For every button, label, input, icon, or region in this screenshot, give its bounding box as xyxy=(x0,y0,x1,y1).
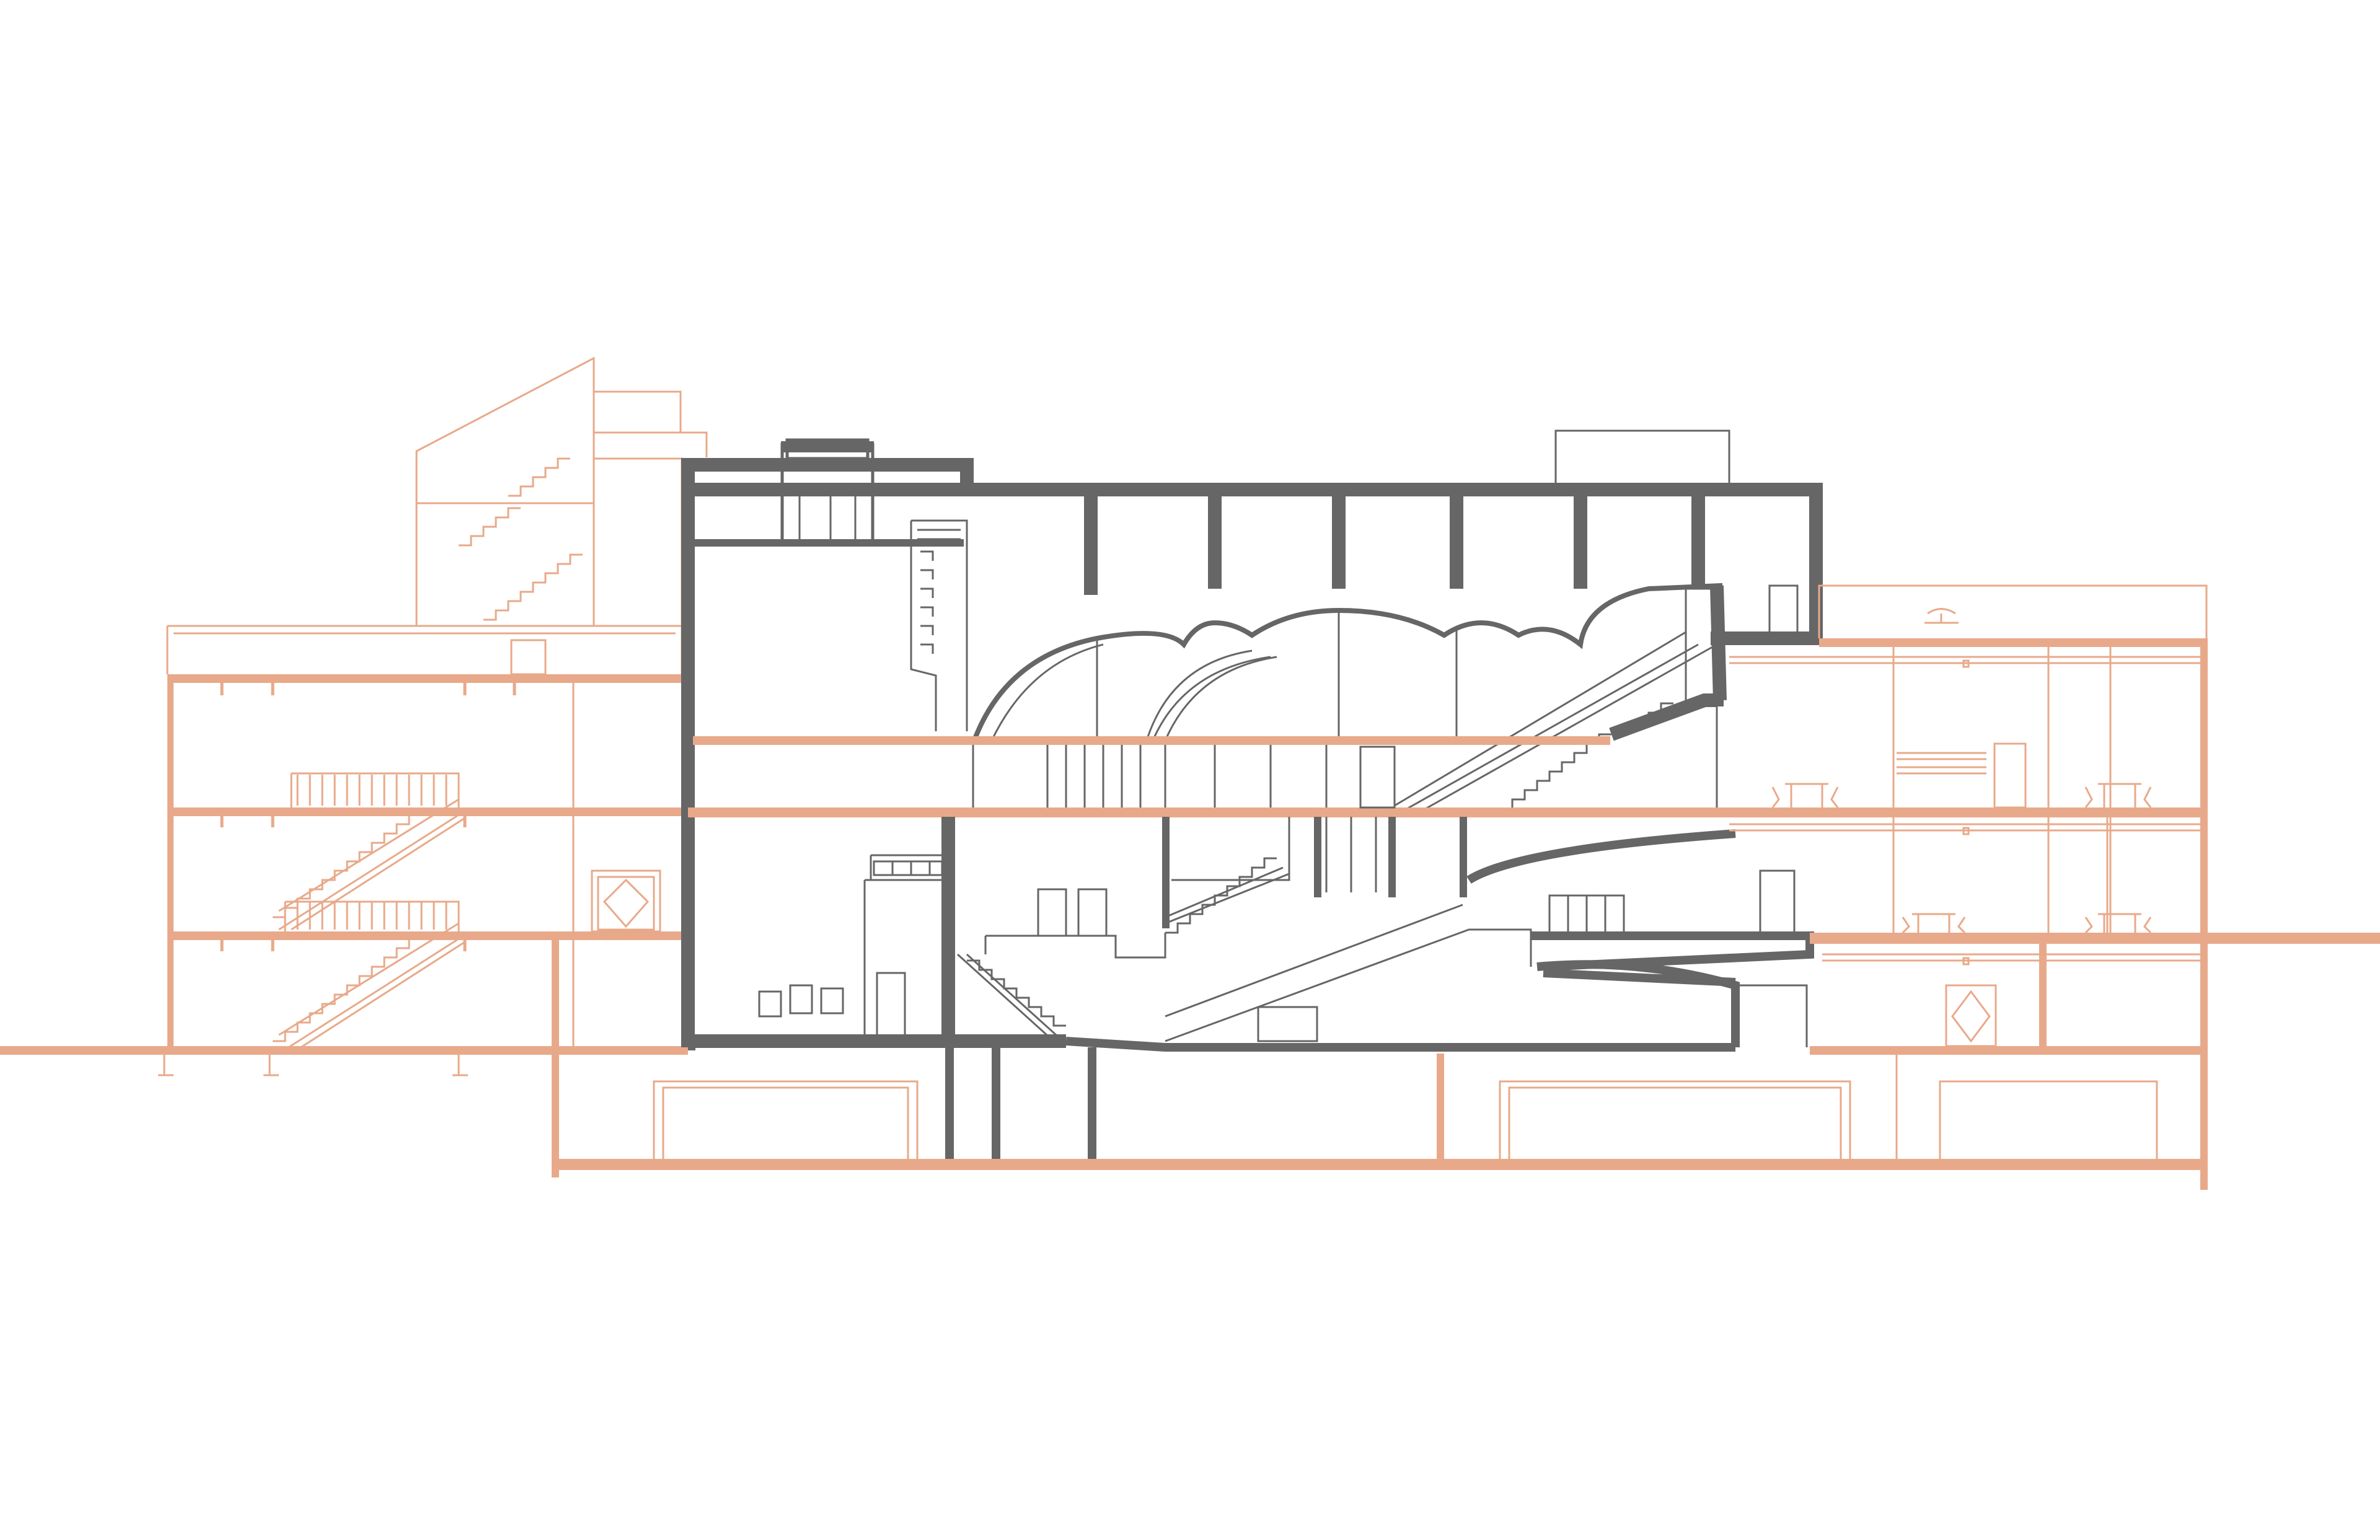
balcony-box xyxy=(1531,931,1814,971)
vault-verticals xyxy=(1096,610,1458,741)
basement-wall-1 xyxy=(945,1047,954,1162)
west-facade-wall xyxy=(167,674,174,1055)
west-door xyxy=(591,869,661,933)
cafe-tables-lower xyxy=(1902,913,2152,934)
east-ground-extension xyxy=(1810,933,2380,944)
rooftop-lantern-cap xyxy=(781,441,874,452)
mezzanine-door xyxy=(1359,746,1396,809)
rooftop-stair-tower xyxy=(415,356,708,626)
central-stair-top xyxy=(1171,817,1290,881)
cafe-tables-upper xyxy=(1771,783,2152,808)
vaulted-ceiling xyxy=(971,583,1722,745)
east-wing xyxy=(1729,584,2380,1190)
east-light-1 xyxy=(1962,659,1970,668)
lower-stair-rail xyxy=(956,953,1064,1042)
booth-window xyxy=(873,860,943,876)
east-door-upper xyxy=(1993,742,2027,809)
balcony-door xyxy=(1759,869,1796,937)
ground-line-west xyxy=(0,1046,688,1055)
main-hall-roof xyxy=(967,483,1823,645)
central-hall xyxy=(681,429,1823,1162)
west-parapet xyxy=(166,625,683,674)
east-light-3 xyxy=(1962,957,1970,966)
east-door-lower-leaf xyxy=(1951,990,1991,1043)
basement-bay-1 xyxy=(653,1080,919,1159)
west-door-leaf xyxy=(597,876,655,931)
raking-balcony xyxy=(1394,631,1717,810)
basement-wall-3 xyxy=(1088,1047,1096,1162)
west-floor-slab-2 xyxy=(167,807,682,816)
vault-ribs xyxy=(990,643,1277,741)
hanger-rods xyxy=(1084,496,1705,595)
rooftop-plant xyxy=(1554,429,1730,491)
left-wall-foot xyxy=(688,1035,695,1050)
basement-inner-lines xyxy=(662,1086,1842,1159)
auditorium-seating-line xyxy=(1165,904,1532,1042)
east-ceiling-lines-lower xyxy=(1729,823,2200,962)
east-ground-slab xyxy=(1810,1046,2206,1055)
lower-door-1 xyxy=(1037,888,1067,937)
central-column xyxy=(1162,817,1170,928)
east-facade-wall xyxy=(2200,638,2208,1190)
west-foundations xyxy=(158,1055,468,1076)
lower-stair xyxy=(967,959,1066,1027)
auditorium-rake xyxy=(1065,829,1736,1052)
upper-tier xyxy=(1609,693,1724,741)
east-roof-slab xyxy=(1819,638,2206,647)
mezzanine-slab xyxy=(693,736,1610,745)
west-ceiling-fixtures xyxy=(220,683,516,951)
basement-floor xyxy=(552,1159,2208,1170)
east-ceiling-lines xyxy=(1729,656,2200,664)
central-stair-rail xyxy=(1165,866,1290,925)
lower-door-2 xyxy=(1077,888,1108,937)
east-column xyxy=(2039,939,2047,1050)
east-glazing xyxy=(1892,647,2112,933)
west-roof-slab xyxy=(167,674,682,683)
basement-wall-2 xyxy=(992,1047,1000,1162)
basement xyxy=(552,1054,2208,1170)
side-stair-tower xyxy=(910,519,968,731)
right-block-edge xyxy=(1710,585,1727,701)
west-basement-wall xyxy=(552,936,559,1177)
east-floor-slab-2 xyxy=(1773,807,2206,817)
artwork-3 xyxy=(820,987,844,1014)
rooftop-lantern xyxy=(780,438,875,539)
balcony-glazing xyxy=(1548,894,1625,934)
west-stair xyxy=(273,772,465,1055)
core-wall-2 xyxy=(1388,817,1396,897)
basement-bay-2 xyxy=(1499,1080,1851,1159)
booth-door xyxy=(876,972,906,1042)
west-floor-slab-1 xyxy=(167,931,682,940)
right-block-door xyxy=(1768,584,1799,636)
east-shelving xyxy=(1897,752,1986,775)
basement-mid-wall xyxy=(1437,1054,1444,1162)
lantern-mullions xyxy=(798,496,857,539)
upper-stair xyxy=(1624,702,1673,733)
east-door-lower xyxy=(1945,984,1997,1047)
mezzanine-screen xyxy=(972,745,1328,807)
west-wing xyxy=(0,356,708,1177)
main-floor-slab xyxy=(688,807,1773,817)
left-tower-slab xyxy=(688,539,964,547)
central-stair xyxy=(1165,857,1277,934)
core-wall-1 xyxy=(1314,817,1321,897)
balcony-stair xyxy=(1500,733,1611,810)
core-wall-3 xyxy=(1460,817,1467,897)
lower-landing xyxy=(984,933,1166,959)
rooftop-stair-flight xyxy=(459,457,583,621)
east-roof-vent xyxy=(1924,608,1959,624)
stage-wing xyxy=(1735,984,1808,1047)
side-stair-steps xyxy=(920,550,934,654)
east-light-2 xyxy=(1962,827,1970,835)
lower-left-booth xyxy=(863,854,950,1041)
east-parapet xyxy=(1818,584,2208,638)
artwork-1 xyxy=(758,990,782,1018)
west-roof-hatch xyxy=(510,639,547,675)
control-booth xyxy=(1257,1006,1318,1042)
stage-box xyxy=(1536,960,1740,1047)
artwork-2 xyxy=(789,984,813,1014)
basement-bay-3 xyxy=(1895,1055,2158,1159)
core-screen xyxy=(1325,817,1377,892)
